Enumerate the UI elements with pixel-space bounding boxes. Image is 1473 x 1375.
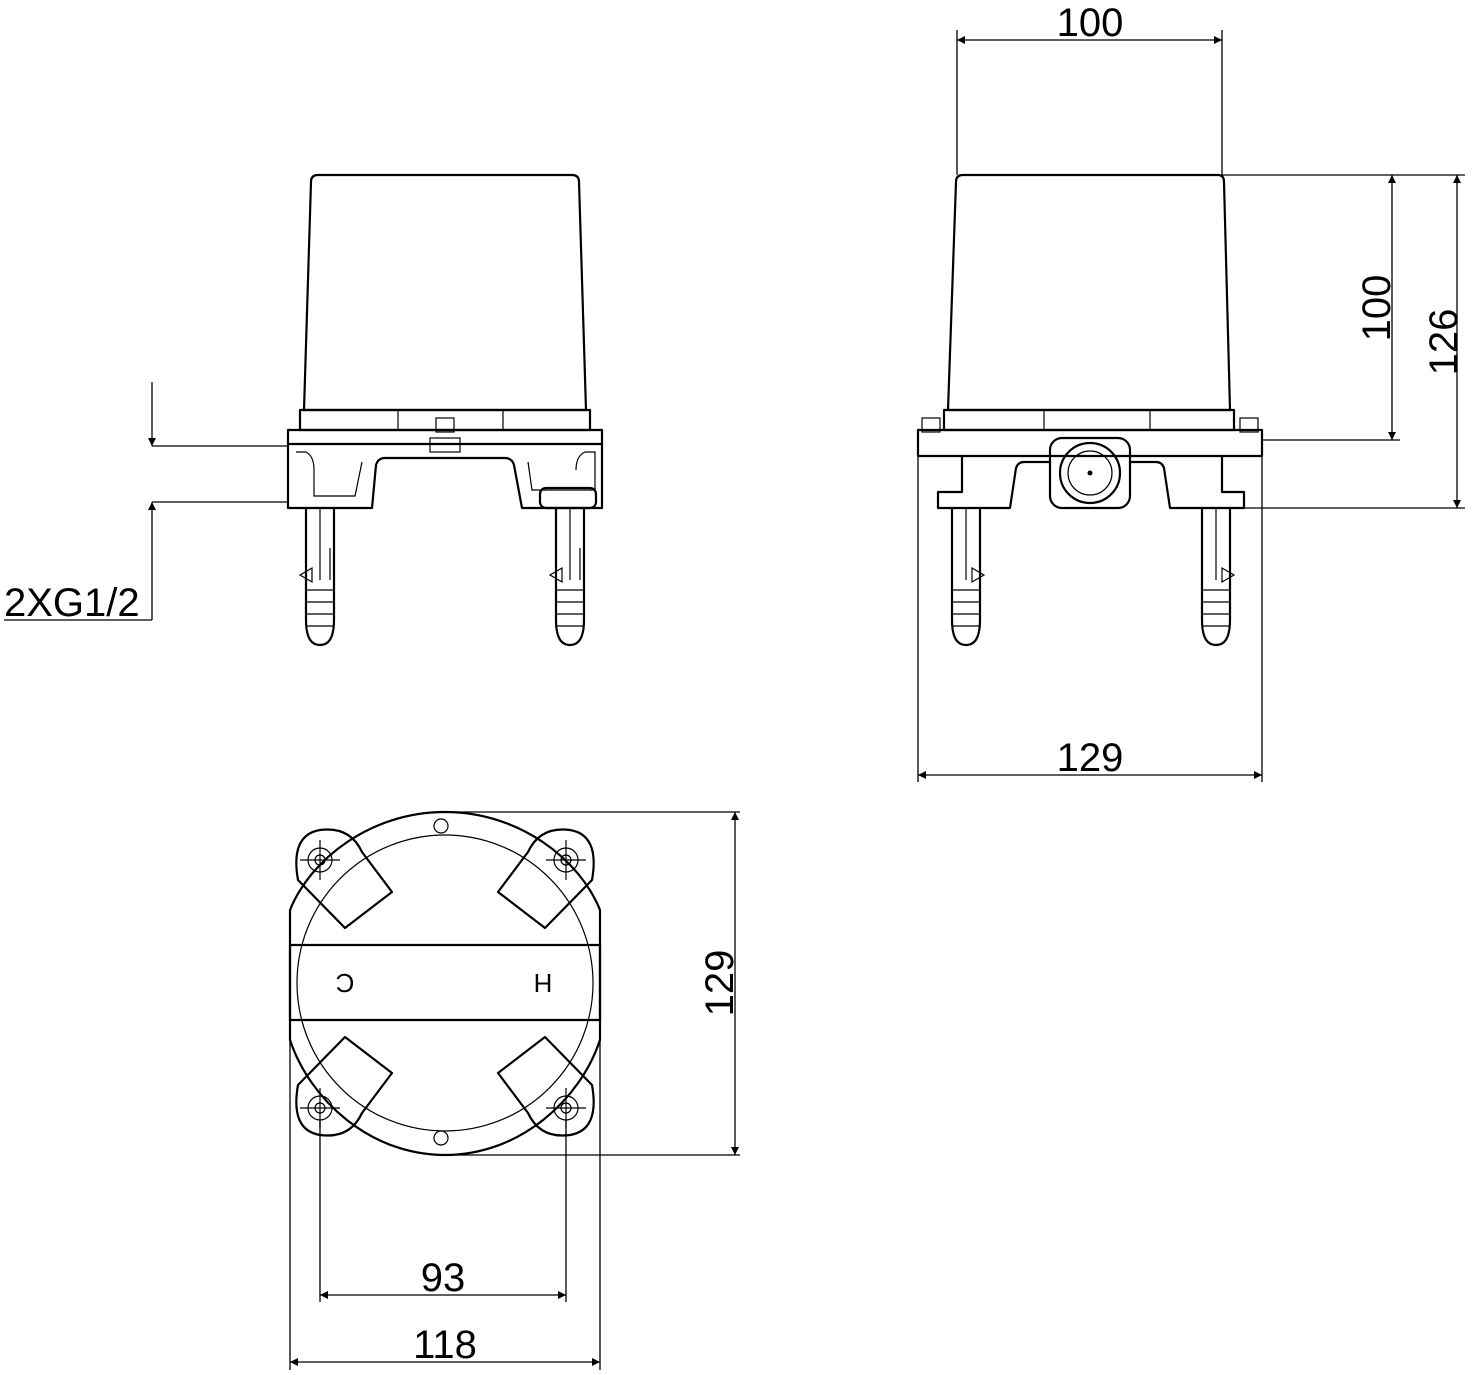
- front-cylinder: [302, 173, 588, 412]
- hole-spacing-label: 93: [421, 1256, 466, 1300]
- thread-dimension: 2XG1/2: [4, 382, 288, 625]
- front-right-anchor: [548, 506, 586, 647]
- front-bracket-plate: [286, 428, 604, 446]
- side-right-anchor: [1200, 506, 1236, 647]
- cold-marking: C: [336, 968, 355, 998]
- top-width-dimension: 100: [956, 1, 1223, 175]
- front-flange: [298, 408, 592, 432]
- total-height-dimension: 126: [1244, 175, 1466, 509]
- total-height-label: 126: [1422, 309, 1466, 376]
- plan-view: C H: [288, 810, 742, 1370]
- plan-height-dimension: 129: [445, 811, 742, 1156]
- body-height-dimension: 100: [1222, 174, 1465, 441]
- hole-spacing-dimension: 93: [319, 1120, 567, 1302]
- plan-lug-top-left: [295, 828, 394, 930]
- side-cylinder: [946, 173, 1232, 412]
- body-height-label: 100: [1355, 275, 1399, 342]
- hot-marking: H: [534, 968, 553, 998]
- front-view: 2XG1/2: [4, 173, 604, 647]
- side-width-dimension: 129: [917, 456, 1263, 782]
- plan-lug-top-right: [496, 828, 595, 930]
- side-view: 100 100 126 129: [916, 1, 1466, 782]
- plan-lug-bottom-right: [496, 1035, 595, 1137]
- side-left-anchor: [950, 506, 986, 647]
- plan-lug-bottom-left: [295, 1035, 394, 1137]
- side-bracket-plate: [916, 428, 1264, 458]
- plan-width-label: 118: [413, 1323, 477, 1367]
- side-port-outer: [1058, 441, 1122, 505]
- top-width-label: 100: [1057, 1, 1124, 45]
- front-left-arm: [286, 442, 604, 510]
- thread-label: 2XG1/2: [4, 581, 140, 625]
- side-flange: [942, 408, 1236, 432]
- plan-band: [288, 943, 602, 1022]
- side-width-label: 129: [1057, 736, 1124, 780]
- plan-height-label: 129: [698, 950, 742, 1017]
- side-connector: [1048, 436, 1132, 510]
- plan-width-dimension: 118: [289, 1020, 601, 1370]
- front-left-anchor: [298, 506, 336, 647]
